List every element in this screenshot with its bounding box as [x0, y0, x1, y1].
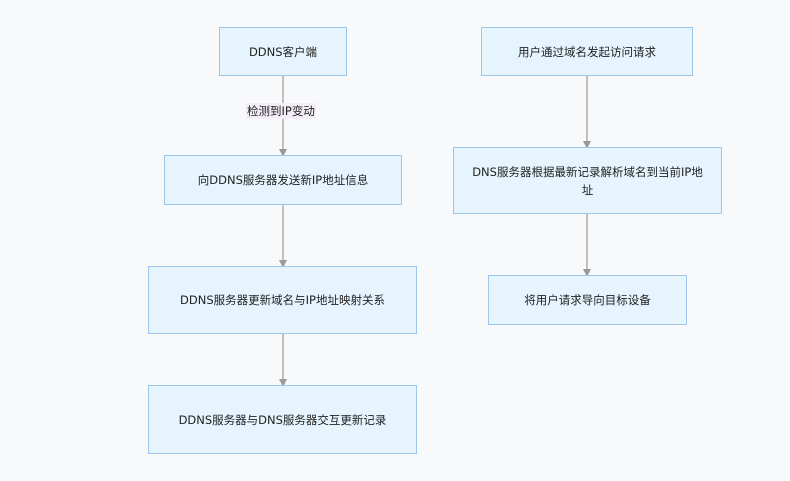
node-ddns-client[interactable]: DDNS客户端	[219, 27, 347, 76]
node-user-request[interactable]: 用户通过域名发起访问请求	[481, 27, 693, 76]
node-redirect-request[interactable]: 将用户请求导向目标设备	[488, 275, 687, 325]
node-sync-dns-records[interactable]: DDNS服务器与DNS服务器交互更新记录	[148, 385, 417, 454]
edge-label-detect-ip-change: 检测到IP变动	[246, 103, 316, 119]
node-send-new-ip[interactable]: 向DDNS服务器发送新IP地址信息	[164, 155, 402, 205]
node-dns-resolve[interactable]: DNS服务器根据最新记录解析域名到当前IP地址	[453, 147, 722, 214]
node-update-mapping[interactable]: DDNS服务器更新域名与IP地址映射关系	[148, 266, 417, 334]
